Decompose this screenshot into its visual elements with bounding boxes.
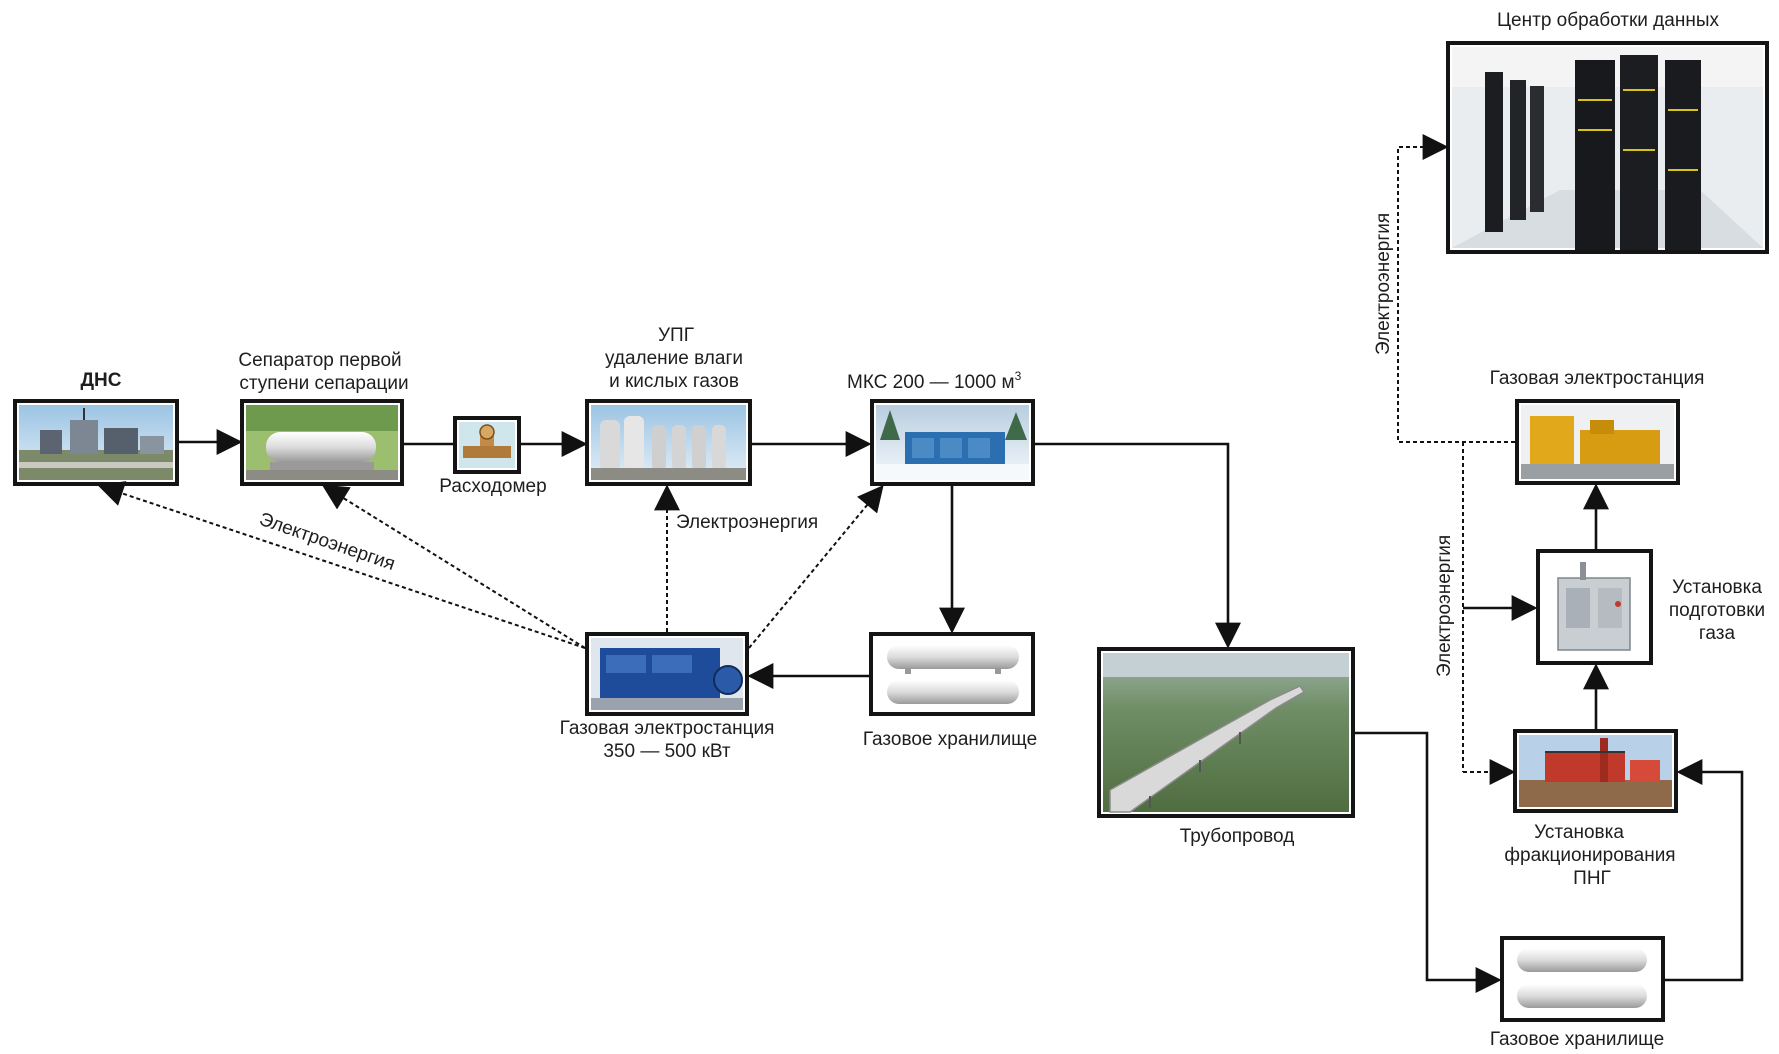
data-center-node[interactable] (1446, 41, 1769, 254)
separator-label-line2: ступени сепарации (239, 373, 408, 394)
dns-node[interactable] (13, 399, 179, 486)
power-gpp-to-dns (97, 481, 586, 649)
fractionation-label-line2: фракционирования (1504, 845, 1675, 866)
flow-storage-2-to-fractionation (1665, 759, 1744, 982)
fractionation-label-line3: ПНГ (1573, 868, 1611, 889)
flowmeter-node[interactable] (453, 416, 521, 474)
storage-1-label: Газовое хранилище (863, 729, 1037, 750)
power-label-datacenter: Электроэнергия (1373, 213, 1394, 355)
pipeline-label: Трубопровод (1180, 826, 1295, 847)
gas-prep-label-line1: Установка (1672, 577, 1762, 598)
flowmeter-label: Расходомер (439, 476, 546, 497)
separator-node[interactable] (240, 399, 404, 486)
mks-node[interactable] (870, 399, 1035, 486)
power-label-upg: Электроэнергия (676, 512, 818, 533)
gas-prep-node[interactable] (1536, 549, 1653, 665)
pipeline-node[interactable] (1097, 647, 1355, 818)
data-center-label: Центр обработки данных (1497, 10, 1719, 31)
upg-label-line2: удаление влаги (605, 348, 743, 369)
power-label-right-bus: Электроэнергия (1434, 535, 1455, 677)
fractionation-label-line1: Установка (1534, 822, 1624, 843)
gpp-large-node[interactable] (1515, 399, 1680, 485)
gas-prep-label-line3: газа (1699, 623, 1736, 644)
mks-label-sup: 3 (1015, 369, 1022, 383)
fractionation-node[interactable] (1513, 729, 1678, 813)
flow-mks-to-pipeline (1035, 442, 1241, 649)
upg-label-line1: УПГ (658, 325, 694, 346)
separator-label-line1: Сепаратор первой (238, 350, 401, 371)
dns-label: ДНС (81, 370, 122, 391)
storage-1-node[interactable] (869, 632, 1035, 716)
gas-prep-label-line2: подготовки (1669, 600, 1765, 621)
power-gpp-to-separator (321, 484, 586, 649)
mks-label-main: МКС 200 — 1000 м (847, 372, 1015, 393)
upg-label-line3: и кислых газов (609, 371, 739, 392)
gpp-small-node[interactable] (585, 632, 749, 716)
storage-2-label: Газовое хранилище (1490, 1029, 1664, 1050)
storage-2-node[interactable] (1500, 936, 1665, 1022)
power-gpp-large-to-data-center (1397, 134, 1515, 443)
upg-node[interactable] (585, 399, 752, 486)
gpp-small-label-line2: 350 — 500 кВт (603, 741, 731, 762)
flow-pipeline-to-storage-2 (1355, 731, 1502, 993)
gpp-large-label: Газовая электростанция (1490, 368, 1705, 389)
mks-label: МКС 200 — 1000 м3 (847, 369, 1022, 393)
gpp-small-label-line1: Газовая электростанция (560, 718, 775, 739)
